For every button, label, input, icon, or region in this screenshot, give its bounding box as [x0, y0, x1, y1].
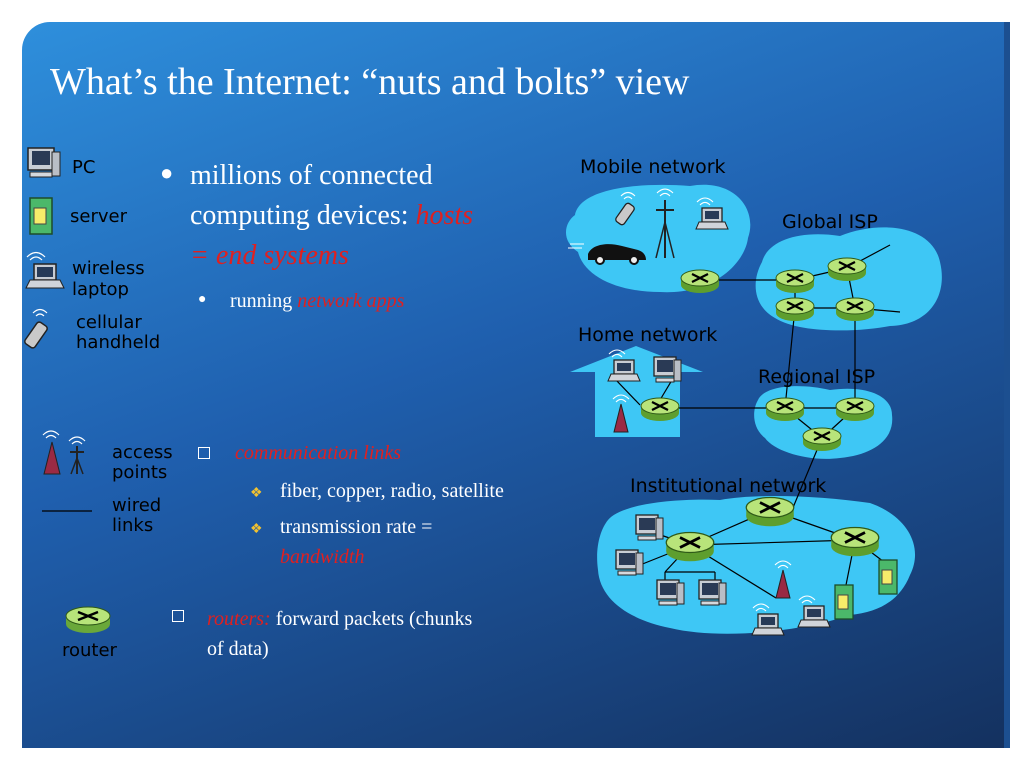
cellular-handheld-icon	[24, 308, 48, 349]
router-regional-2	[834, 396, 876, 423]
legend-access-label-2: points	[112, 462, 168, 483]
diamond-bullet-2: ❖	[250, 522, 263, 537]
bullet-hosts-line2-text: computing devices:	[190, 200, 416, 231]
bullet-hosts: millions of connected computing devices:…	[190, 156, 473, 276]
pc-icon-inst-2	[615, 549, 644, 576]
legend-cellular-label-1: cellular	[76, 312, 142, 333]
router-global-1	[774, 268, 816, 295]
bullet-running-text: running	[230, 290, 298, 312]
bullet-box-routers	[172, 610, 184, 622]
legend-wired-label-2: links	[112, 515, 154, 536]
bullet-hosts-line2: computing devices: hosts	[190, 196, 473, 236]
car-icon	[568, 243, 646, 265]
pc-icon-inst-4	[698, 579, 727, 606]
pc-icon-home	[653, 356, 682, 383]
legend-router-label: router	[62, 640, 117, 661]
router-global-4	[834, 296, 876, 323]
bullet-links-sub1: fiber, copper, radio, satellite	[280, 480, 504, 502]
bullet-dot-running: ●	[198, 292, 207, 307]
slide-edge-strip	[1004, 22, 1010, 748]
bullet-hosts-emphasis: hosts	[415, 200, 474, 231]
pc-icon	[27, 147, 61, 178]
router-institutional-1	[744, 496, 796, 528]
router-regional-1	[764, 396, 806, 423]
legend-wireless-laptop-label-1: wireless	[72, 258, 145, 279]
bullet-running-emphasis: network apps	[297, 290, 405, 312]
label-regional-isp: Regional ISP	[758, 366, 876, 388]
bullet-dot-hosts: ●	[160, 160, 174, 185]
router-regional-3	[801, 426, 843, 453]
router-global-2	[826, 256, 868, 283]
home-network-house	[570, 346, 703, 437]
router-institutional-3	[829, 526, 881, 558]
mobile-network-cloud	[565, 184, 751, 293]
bullet-routers-text2: of data)	[207, 638, 269, 660]
bullet-links-emphasis: communication links	[235, 442, 402, 464]
server-icon	[29, 197, 53, 235]
legend-server-label: server	[70, 206, 127, 227]
legend-pc-label: PC	[72, 157, 96, 178]
router-home	[639, 396, 681, 423]
pc-icon-inst-1	[635, 514, 664, 541]
router-mobile	[679, 268, 721, 295]
router-icon	[65, 606, 111, 633]
bullet-hosts-line3: = end systems	[190, 240, 349, 271]
wireless-laptop-icon	[25, 251, 65, 289]
cellular-handheld-icon	[615, 191, 636, 226]
legend-access-label-1: access	[112, 442, 173, 463]
legend-cellular-label-2: handheld	[76, 332, 161, 353]
access-point-icon	[42, 430, 86, 475]
legend-wired-label-1: wired	[112, 495, 162, 516]
slide-background	[22, 22, 1006, 748]
bullet-box-links	[198, 447, 210, 459]
pc-icon-inst-3	[656, 579, 685, 606]
router-global-3	[774, 296, 816, 323]
server-icon-inst-1	[834, 584, 854, 620]
legend-icons	[24, 147, 65, 349]
bullet-hosts-line1: millions of connected	[190, 160, 433, 191]
legend-links-icons	[42, 430, 92, 512]
diamond-bullet-1: ❖	[250, 486, 263, 501]
bullet-links-sub2-emphasis: bandwidth	[280, 546, 365, 568]
router-institutional-2	[664, 531, 716, 563]
bullet-routers-line1: routers: forward packets (chunks	[207, 604, 472, 634]
bullet-routers: routers: forward packets (chunks of data…	[207, 604, 472, 664]
bullet-routers-text1: forward packets (chunks	[270, 608, 473, 630]
bullet-routers-emphasis: routers:	[207, 608, 271, 630]
label-institutional-network: Institutional network	[630, 475, 827, 497]
bullet-links-sub2: transmission rate =	[280, 516, 433, 538]
label-mobile-network: Mobile network	[580, 156, 726, 178]
access-point-tower-icon	[655, 188, 675, 259]
bullet-running: running network apps	[230, 290, 404, 313]
server-icon-inst-2	[878, 559, 898, 595]
label-global-isp: Global ISP	[782, 211, 878, 233]
slide-title: What’s the Internet: “nuts and bolts” vi…	[50, 61, 690, 103]
legend-wireless-laptop-label-2: laptop	[72, 279, 129, 300]
label-home-network: Home network	[578, 324, 718, 346]
